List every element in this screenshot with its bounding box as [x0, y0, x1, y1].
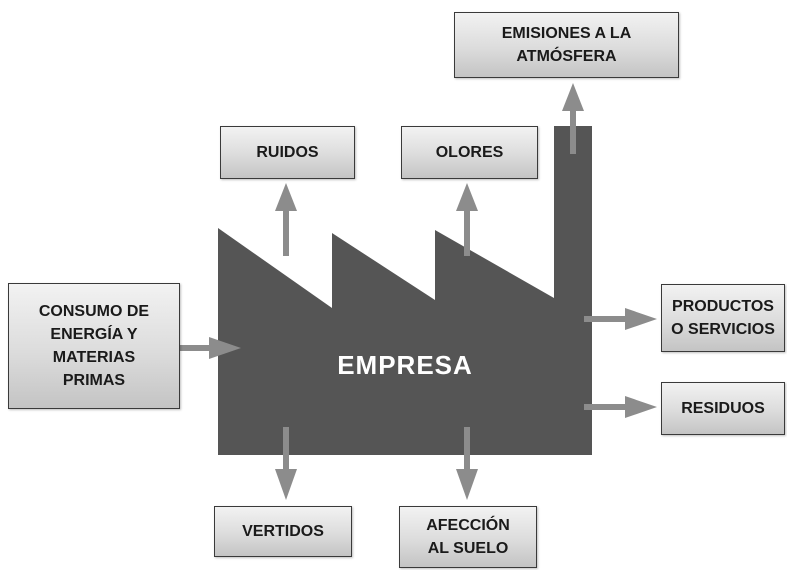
- factory-building: [218, 126, 592, 455]
- arrow-olores: [456, 183, 478, 256]
- empresa-label: EMPRESA: [337, 350, 473, 380]
- ruidos-box: RUIDOS: [220, 126, 355, 179]
- vertidos-box: VERTIDOS: [214, 506, 352, 557]
- arrow-ruidos: [275, 183, 297, 256]
- consumo-box: CONSUMO DE ENERGÍA Y MATERIAS PRIMAS: [8, 283, 180, 409]
- arrow-residuos: [584, 396, 657, 418]
- arrow-afeccion: [456, 427, 478, 500]
- arrow-emisiones: [562, 83, 584, 154]
- residuos-box: RESIDUOS: [661, 382, 785, 435]
- olores-box: OLORES: [401, 126, 538, 179]
- arrow-vertidos: [275, 427, 297, 500]
- productos-box: PRODUCTOS O SERVICIOS: [661, 284, 785, 352]
- arrow-productos: [584, 308, 657, 330]
- arrow-consumo: [164, 337, 241, 359]
- afeccion-box: AFECCIÓN AL SUELO: [399, 506, 537, 568]
- emisiones-box: EMISIONES A LA ATMÓSFERA: [454, 12, 679, 78]
